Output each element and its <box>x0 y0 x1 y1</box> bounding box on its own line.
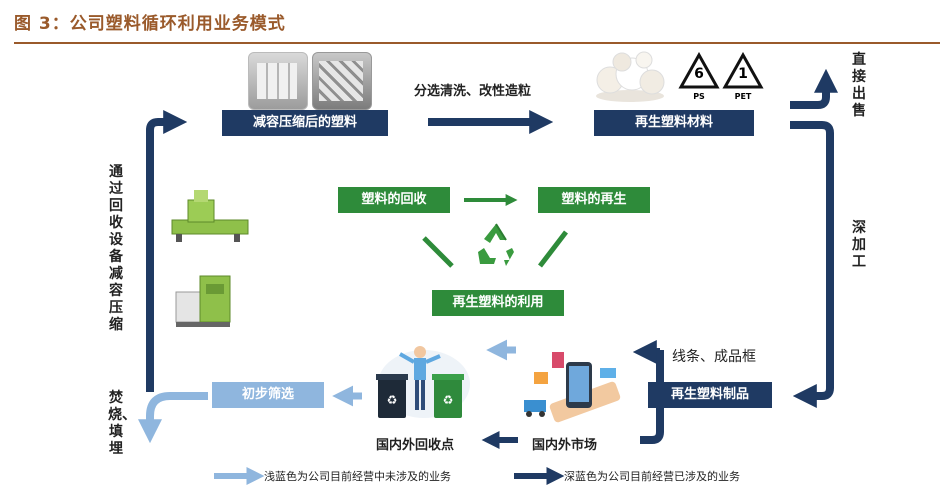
domestic-market-label: 国内外市场 <box>532 438 598 453</box>
recycle-icon <box>470 218 522 270</box>
green-left-arrow <box>422 236 454 268</box>
compressed-bales-photo-2 <box>312 52 372 110</box>
recycled-material-box: 再生塑料材料 <box>594 110 754 136</box>
screening-to-landfill-arrow <box>138 392 208 444</box>
market-illustration-icon <box>520 348 636 428</box>
incinerate-label: 焚烧、填埋 <box>108 390 136 457</box>
ps-recycle-code-icon: 6 PS <box>678 51 720 104</box>
deep-processing-label: 深加工 <box>852 220 866 270</box>
via-equipment-label: 通过回收设备减容压缩 <box>109 164 123 333</box>
left-loop-arrow <box>146 110 188 392</box>
legend-light-text: 浅蓝色为公司目前经营中未涉及的业务 <box>264 470 451 483</box>
figure-title: 图 3：公司塑料循环利用业务模式 <box>14 14 286 34</box>
direct-sale-label: 直接出售 <box>852 52 866 119</box>
compressed-bales-photo-1 <box>248 52 308 110</box>
plastic-regeneration-box: 塑料的再生 <box>538 187 650 213</box>
plastic-recycling-box: 塑料的回收 <box>338 187 450 213</box>
svg-text:♻: ♻ <box>387 393 398 407</box>
green-right-arrow <box>538 230 568 268</box>
ps-recycle-number: 6 <box>694 66 704 82</box>
plastic-pellets-photo <box>592 48 668 104</box>
recycled-products-box: 再生塑料制品 <box>648 382 772 408</box>
lines-frames-label: 线条、成品框 <box>672 349 756 365</box>
products-to-market-arrow <box>640 350 664 444</box>
direct-sale-arrow <box>790 68 838 109</box>
ps-recycle-code: PS <box>693 92 705 101</box>
pet-recycle-code-icon: 1 PET <box>722 51 764 104</box>
sort-wash-label: 分选清洗、改性造粒 <box>414 84 532 99</box>
initial-screening-box: 初步筛选 <box>212 382 324 408</box>
compression-machine-icon-1 <box>168 186 252 246</box>
compressed-plastic-box: 减容压缩后的塑料 <box>222 110 388 136</box>
title-divider <box>14 42 940 44</box>
consumer-bins-icon: ♻ ♻ <box>372 340 476 424</box>
pet-recycle-number: 1 <box>738 66 748 82</box>
compression-machine-icon-2 <box>172 268 234 330</box>
recycled-utilization-box: 再生塑料的利用 <box>432 290 564 316</box>
legend-dark-text: 深蓝色为公司目前经营已涉及的业务 <box>564 470 740 483</box>
svg-text:♻: ♻ <box>443 393 454 407</box>
pet-recycle-code: PET <box>734 92 752 101</box>
deep-processing-arrow <box>790 121 834 408</box>
recycle-points-label: 国内外回收点 <box>376 438 455 453</box>
